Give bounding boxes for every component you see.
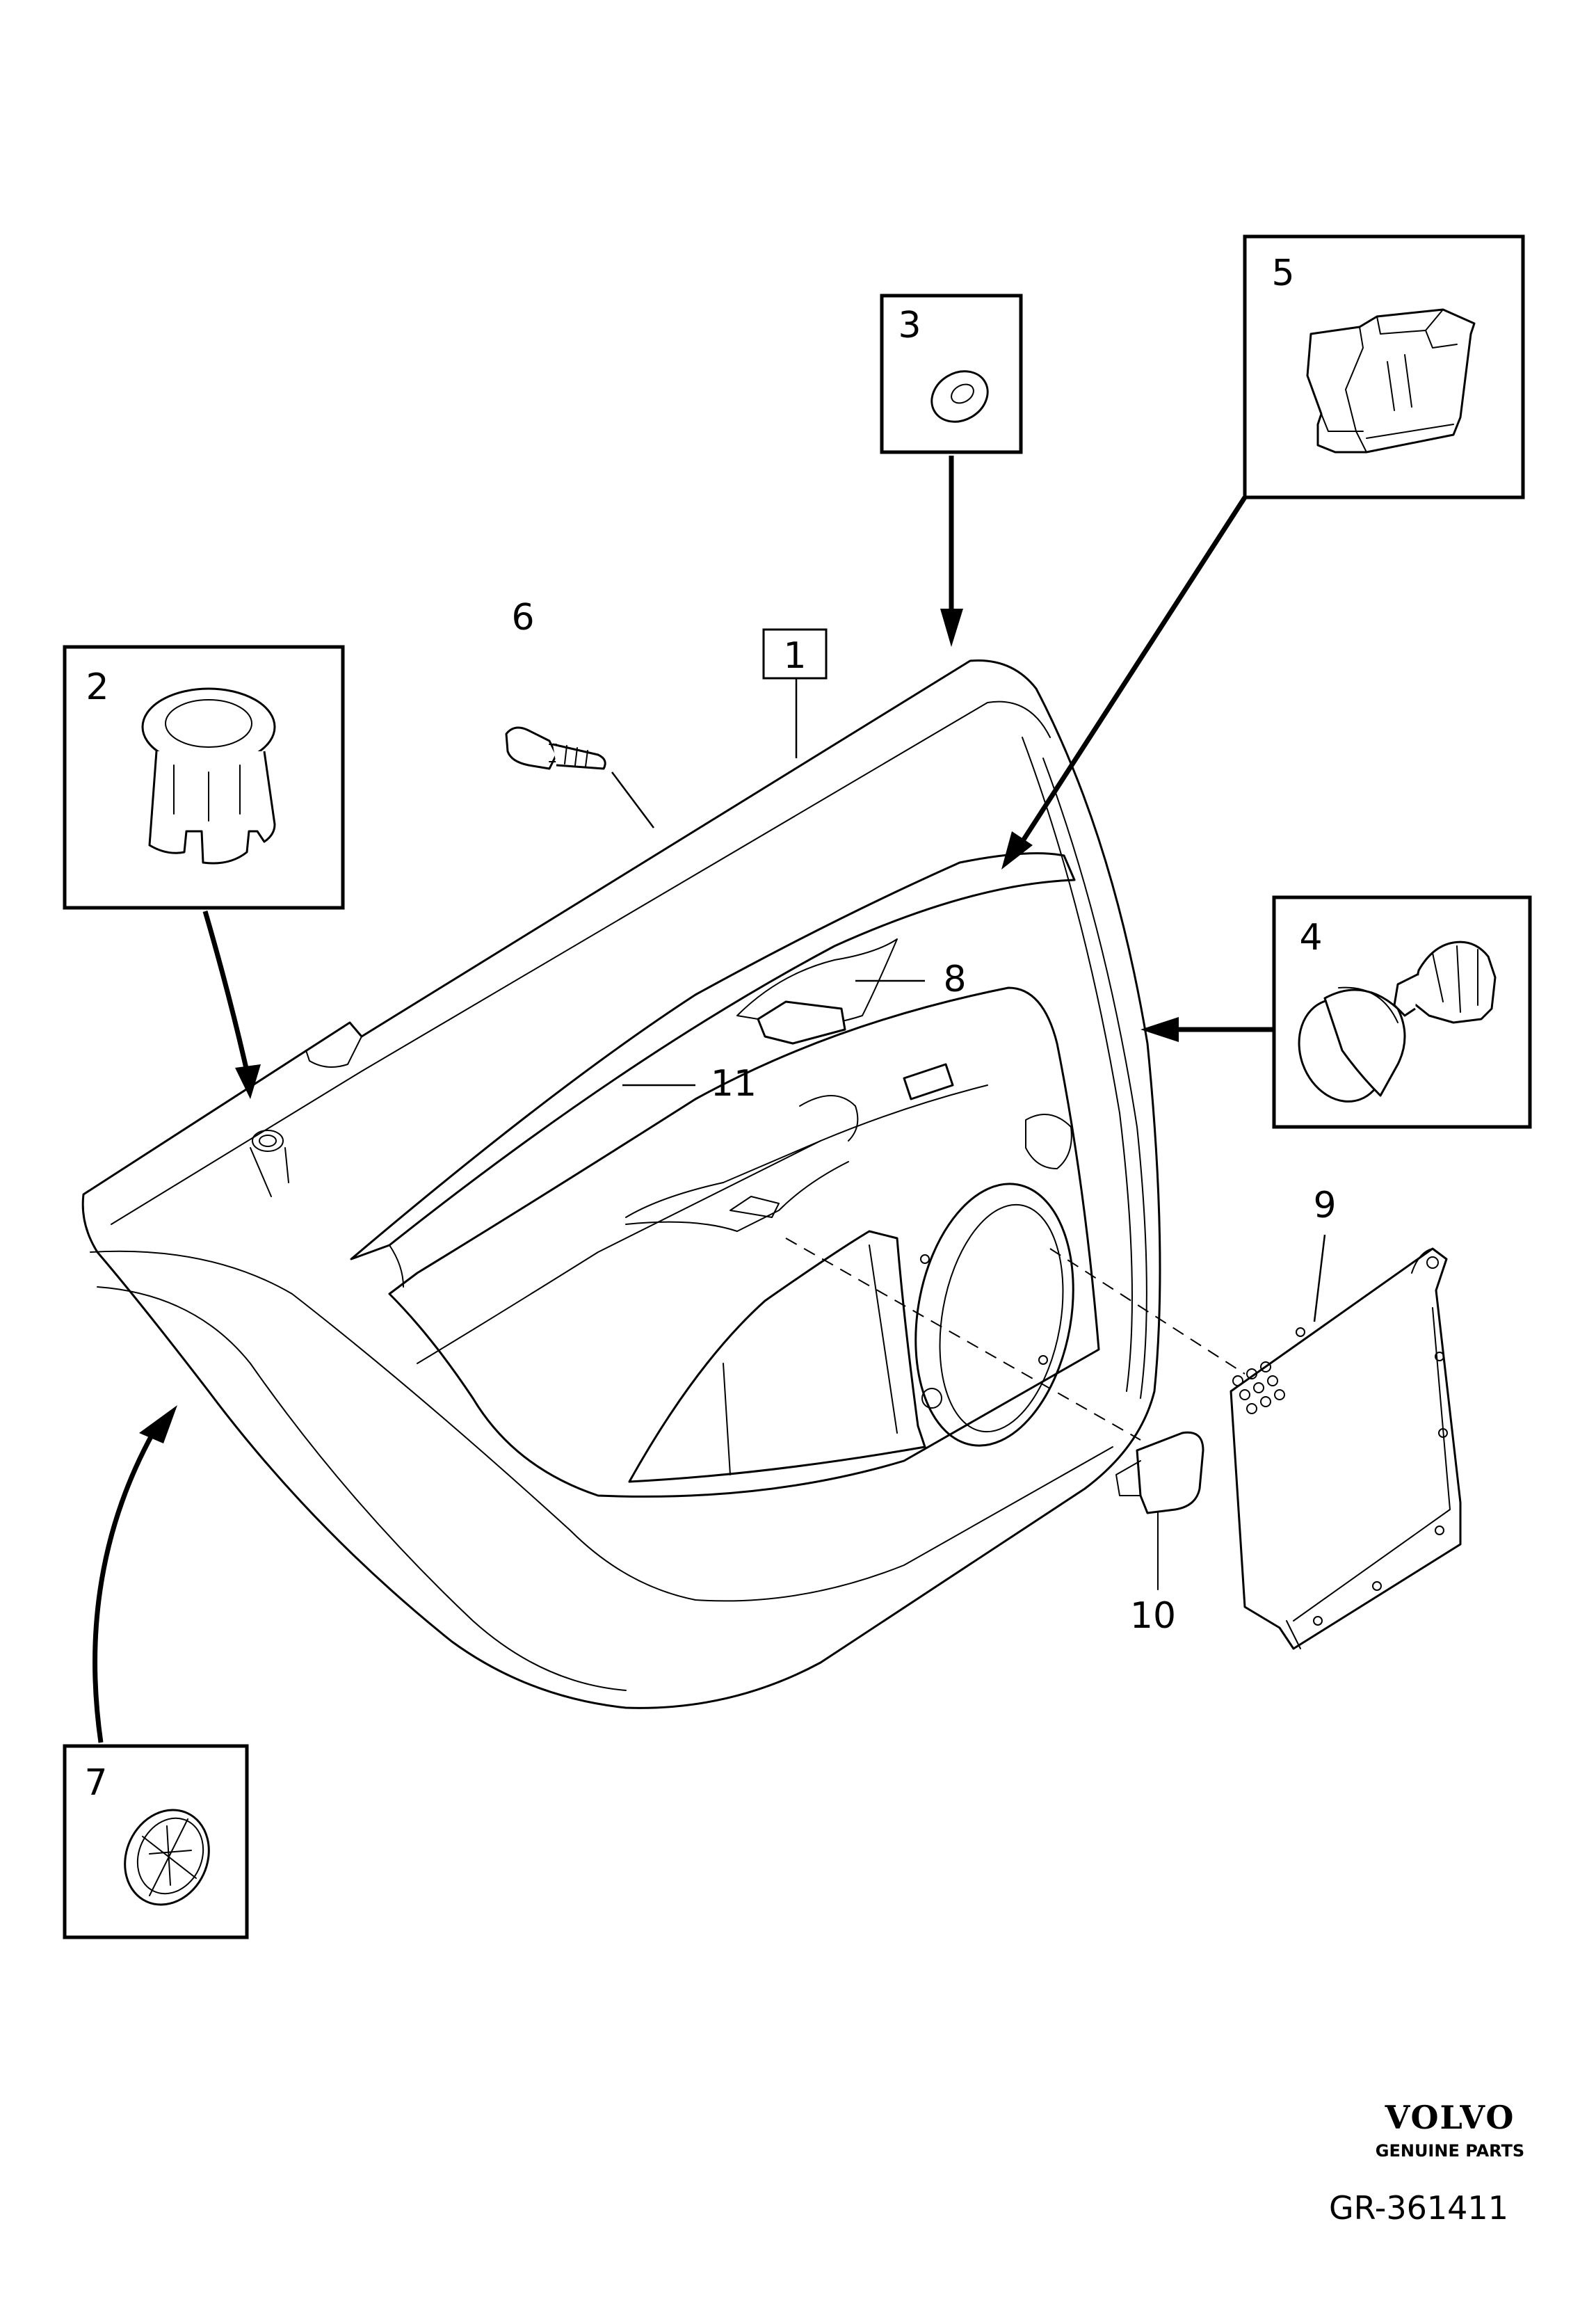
- washer-part: [930, 370, 989, 423]
- inset-box-7: 7: [63, 1744, 249, 1939]
- callout-1-label: 1: [783, 635, 806, 677]
- push-clip-part: [141, 687, 276, 865]
- callout-4-label: 4: [1299, 917, 1322, 959]
- callout-8-label: 8: [943, 959, 966, 1000]
- screw: [505, 726, 654, 828]
- callout-10-label: 10: [1130, 1595, 1176, 1637]
- inset-box-5: 5: [1243, 234, 1525, 499]
- brand-block: VOLVO GENUINE PARTS GR-361411: [1329, 2099, 1524, 2227]
- push-pin-part: [1298, 940, 1497, 1103]
- inset-box-2: 2: [63, 645, 345, 910]
- diagram-reference-code: GR-361411: [1329, 2189, 1508, 2227]
- inset-box-4: 4: [1272, 895, 1532, 1129]
- callout-7-label: 7: [84, 1762, 107, 1804]
- inset-arrows: [92, 456, 1274, 1743]
- brand-tagline: GENUINE PARTS: [1376, 2141, 1524, 2161]
- callout-5-label: 5: [1271, 253, 1294, 294]
- callout-2-label: 2: [86, 666, 108, 708]
- callout-6-label: 6: [511, 597, 534, 639]
- brand-name: VOLVO: [1385, 2099, 1515, 2136]
- grille-perforations: [1232, 1361, 1285, 1414]
- inset-box-3: 3: [880, 294, 1023, 454]
- retainer-clip-part: [1306, 308, 1476, 454]
- callout-11-label: 11: [711, 1063, 757, 1105]
- callout-3-label: 3: [898, 305, 921, 346]
- star-retainer-part: [124, 1809, 210, 1906]
- door-trim-panel: [81, 659, 1161, 1709]
- callout-9-label: 9: [1313, 1185, 1336, 1226]
- speaker-grille-cover: [1049, 1247, 1462, 1650]
- leader-lines: [622, 678, 1326, 1322]
- callout-1: 1: [762, 628, 828, 680]
- trim-cover-clip: [1115, 1431, 1204, 1590]
